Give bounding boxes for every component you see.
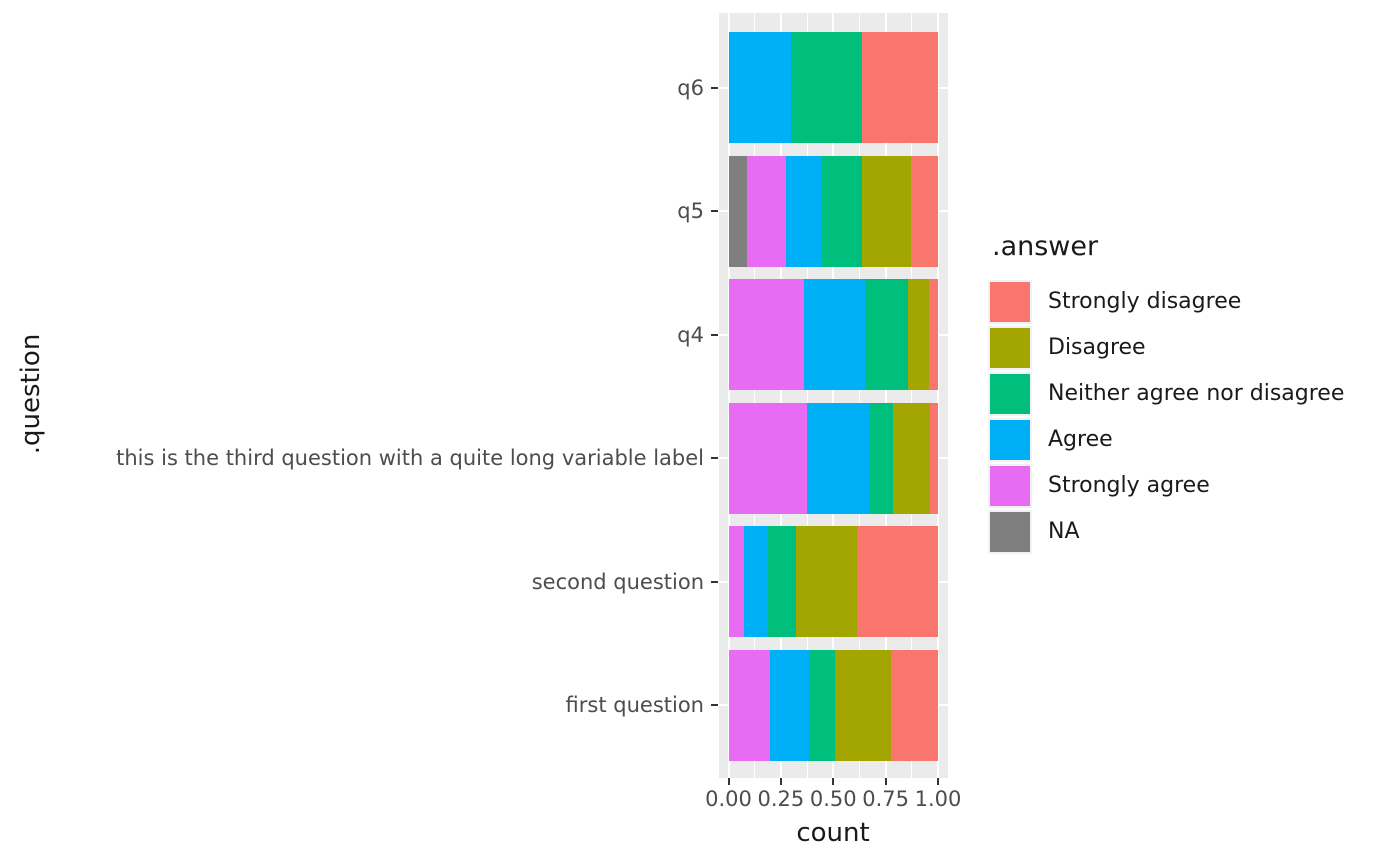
y-tick-label: first question: [565, 692, 704, 717]
minor-gridline: [911, 13, 913, 778]
x-tick-mark: [727, 778, 730, 785]
legend-entry: Neither agree nor disagree: [988, 371, 1345, 416]
y-tick-label: q4: [677, 322, 704, 347]
major-gridline: [937, 13, 939, 778]
x-tick-label: 0.25: [757, 787, 805, 811]
legend-key: [988, 463, 1032, 508]
x-tick-label: 0.50: [809, 787, 857, 811]
bar-segment: [810, 649, 836, 761]
bar-segment: [728, 649, 771, 761]
bar-segment: [929, 402, 938, 514]
bar-segment: [728, 526, 745, 637]
strongly-disagree-swatch: [990, 281, 1030, 322]
y-tick-mark: [711, 580, 718, 583]
bar-segment: [728, 279, 804, 390]
bar-segment: [768, 526, 796, 637]
bar-segment: [728, 32, 792, 143]
legend-key: [988, 509, 1032, 554]
y-tick-mark: [711, 86, 718, 89]
legend-entry: Disagree: [988, 325, 1344, 370]
bar-segment: [728, 402, 808, 514]
legend-label: Strongly disagree: [1048, 288, 1242, 314]
x-tick-label: 0.75: [862, 787, 910, 811]
bar-segment: [861, 155, 911, 267]
bar-segment: [786, 155, 822, 267]
x-axis-title: count: [796, 818, 870, 848]
legend-key: [988, 371, 1032, 416]
plot-panel: [719, 13, 948, 778]
y-tick-label: q6: [677, 75, 704, 100]
legend-key: [988, 325, 1032, 370]
x-tick-mark: [937, 778, 939, 785]
bar-segment: [770, 649, 811, 761]
legend-key: [988, 417, 1032, 462]
y-tick-mark: [711, 704, 718, 706]
legend-entry: Agree: [988, 417, 1344, 462]
x-tick-mark: [779, 778, 782, 785]
bar-segment: [890, 649, 938, 761]
bar-segment: [835, 649, 891, 761]
y-tick-mark: [711, 333, 718, 336]
major-gridline: [779, 13, 782, 778]
na-swatch: [990, 511, 1030, 552]
legend-label: Disagree: [1048, 334, 1146, 360]
y-tick-label: this is the third question with a quite …: [116, 445, 704, 470]
minor-gridline: [858, 13, 860, 778]
y-tick-mark: [711, 210, 718, 212]
minor-gridline: [806, 13, 808, 778]
minor-gridline: [754, 13, 756, 778]
bar-segment: [791, 32, 862, 143]
bar-segment: [744, 526, 769, 637]
bar-segment: [864, 279, 908, 390]
x-tick-label: 1.00: [914, 787, 962, 811]
bar-segment: [861, 32, 938, 143]
legend-entry: Strongly disagree: [988, 279, 1344, 324]
bar-segment: [728, 155, 748, 267]
bar-segment: [907, 279, 929, 390]
x-tick-label: 0.00: [705, 787, 752, 811]
y-tick-mark: [711, 457, 718, 459]
legend-label: Neither agree nor disagree: [1048, 380, 1345, 406]
bar-segment: [910, 155, 938, 267]
bar-segment: [857, 526, 938, 637]
x-tick-mark: [832, 778, 835, 785]
legend-entry: NA: [988, 509, 1344, 554]
agree-swatch: [990, 419, 1030, 460]
bar-segment: [821, 155, 862, 267]
bar-segment: [869, 402, 893, 514]
strongly-agree-swatch: [990, 465, 1030, 506]
major-gridline: [832, 13, 835, 778]
legend-title: .answer: [992, 231, 1099, 262]
y-axis-title: .question: [16, 333, 46, 455]
legend-key: [988, 279, 1032, 324]
major-gridline: [727, 13, 730, 778]
legend-label: Agree: [1048, 426, 1113, 452]
disagree-swatch: [990, 327, 1030, 368]
bar-segment: [892, 402, 930, 514]
bar-segment: [747, 155, 787, 267]
legend-label: NA: [1048, 518, 1080, 544]
x-tick-mark: [884, 778, 887, 785]
y-tick-label: second question: [531, 569, 704, 594]
legend-label: Strongly agree: [1048, 472, 1210, 498]
bar-segment: [803, 279, 865, 390]
bar-segment: [928, 279, 938, 390]
neither-agree-nor-disagree-swatch: [990, 373, 1030, 414]
major-gridline: [884, 13, 887, 778]
legend-entry: Strongly agree: [988, 463, 1344, 508]
bar-segment: [795, 526, 858, 637]
y-tick-label: q5: [677, 198, 704, 223]
bar-segment: [807, 402, 870, 514]
